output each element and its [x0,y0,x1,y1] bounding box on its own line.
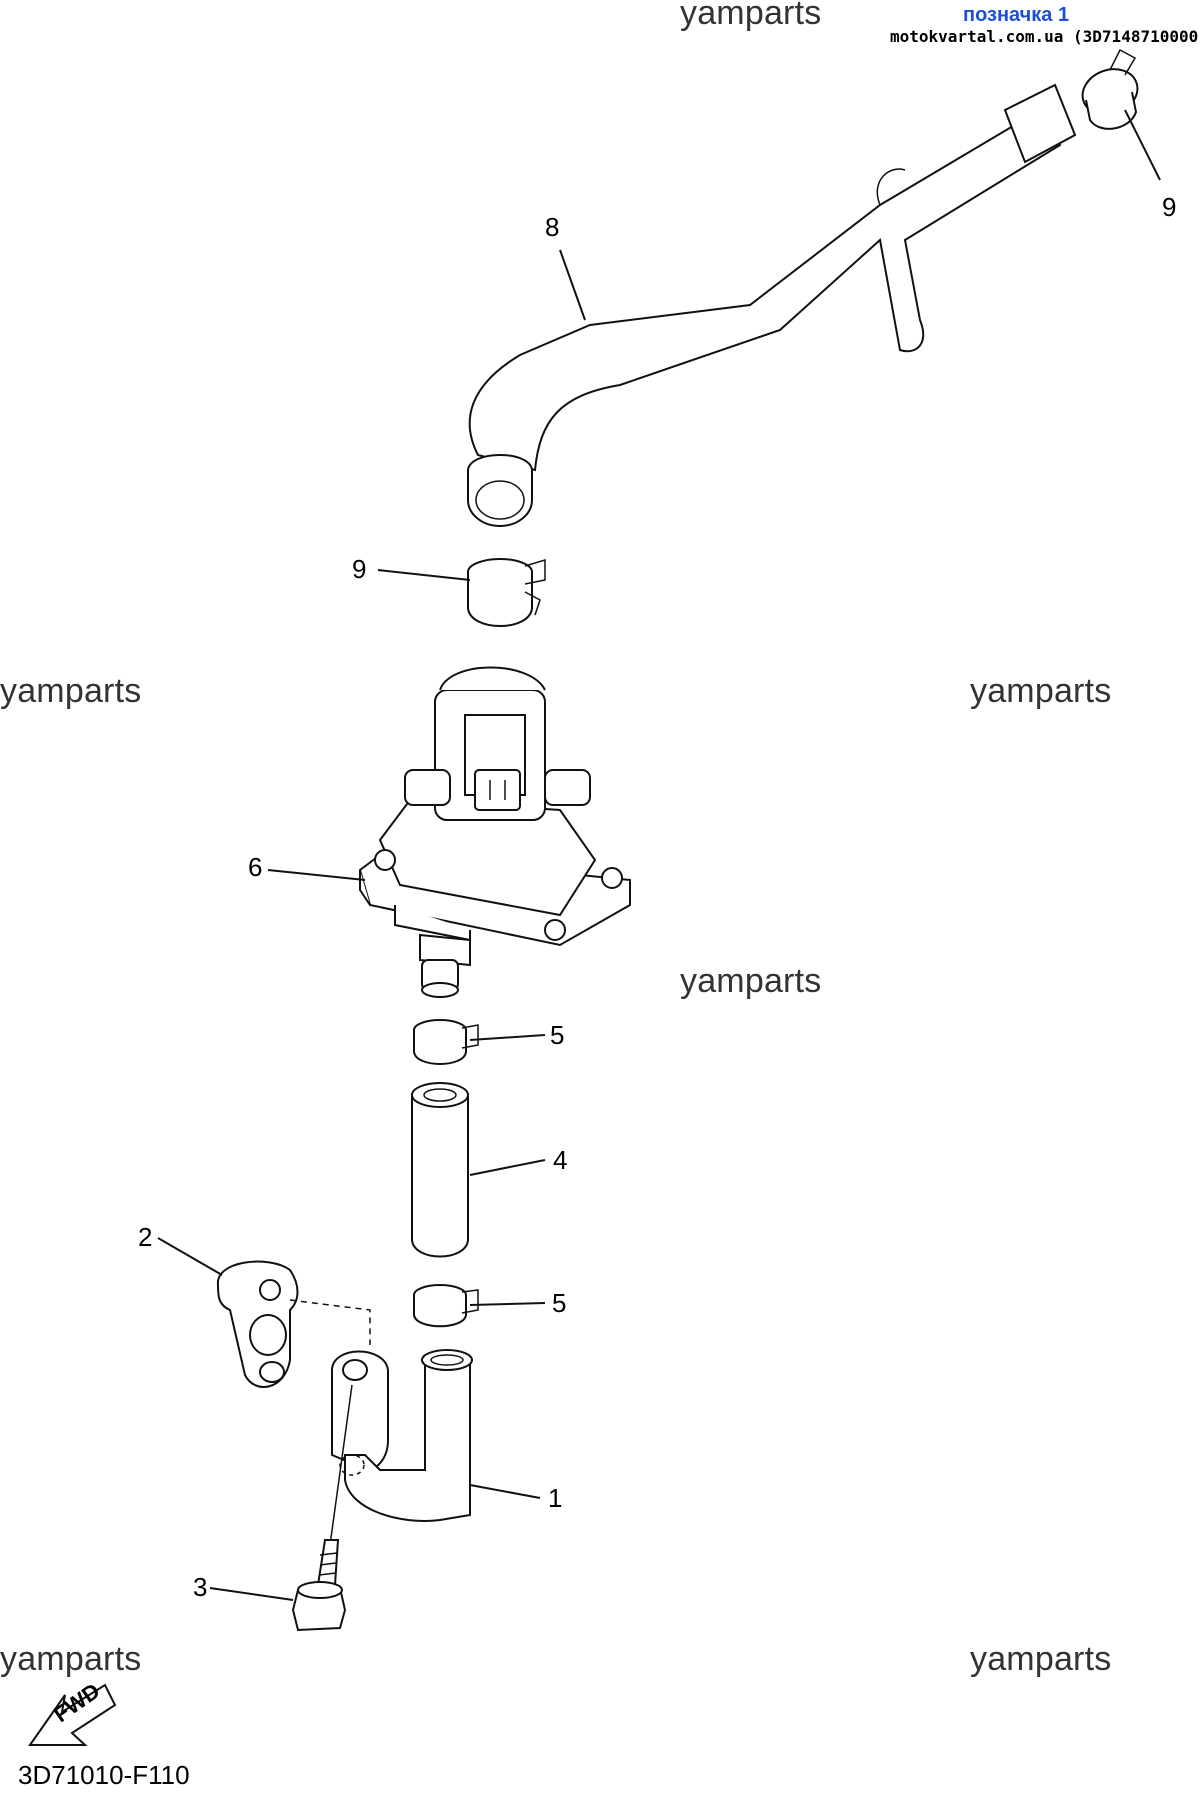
callout-5-lower: 5 [552,1288,567,1318]
hose-4 [411,1082,469,1258]
clamp-5-upper [413,1019,479,1065]
callout-5-upper: 5 [550,1020,565,1050]
callout-1: 1 [548,1483,563,1513]
callout-8: 9 [1162,192,1177,222]
leader-lines [157,109,1161,1601]
watermark: yamparts [970,672,1112,710]
fwd-arrow-icon [28,1683,117,1746]
watermark: yamparts [0,672,142,710]
watermark: yamparts [680,0,822,32]
callout-3: 3 [193,1572,208,1602]
clamp-8 [1081,48,1139,130]
pipe-1 [330,1349,473,1522]
callout-6: 6 [248,852,263,882]
watermark: yamparts [0,1640,142,1678]
watermark: yamparts [970,1640,1112,1678]
callout-7: 8 [545,212,560,242]
watermark: yamparts [680,962,822,1000]
gasket-alignment-line [289,1299,371,1345]
diagram-code: 3D71010-F110 [18,1760,190,1790]
callout-4: 4 [553,1145,568,1175]
gasket-2 [216,1260,299,1388]
clamp-5-lower [413,1284,479,1328]
valve-6 [358,666,631,998]
bolt-3 [291,1384,353,1632]
source-label: motokvartal.com.ua (3D7148710000) [890,27,1200,46]
page-tag: позначка 1 [963,4,1070,26]
hose-7 [467,83,1077,527]
callout-9: 9 [352,554,367,584]
clamp-9 [467,558,546,627]
callout-2: 2 [138,1222,153,1252]
